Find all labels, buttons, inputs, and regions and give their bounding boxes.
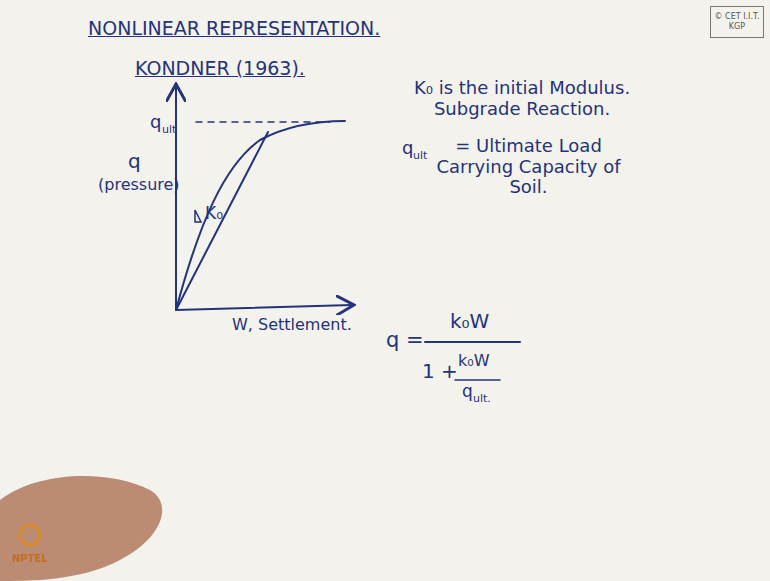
note-text: = Ultimate Load Carrying Capacity of Soi…	[436, 136, 621, 198]
subscript: ult.	[473, 393, 491, 406]
axis-asymptote-label: q	[150, 112, 161, 133]
note-text: q	[402, 138, 413, 159]
formula-denominator: q	[462, 382, 473, 402]
axis-label: q	[128, 150, 141, 173]
copyright-box: © CET I.I.T. KGP	[710, 6, 764, 38]
axis-label: W, Settlement.	[232, 316, 352, 334]
note-text: K₀ is the initial Modulus. Subgrade Reac…	[392, 78, 652, 119]
copyright-text: © CET I.I.T. KGP	[711, 12, 763, 31]
formula-numerator: k₀W	[450, 310, 489, 333]
formula-text: q =	[386, 328, 424, 352]
formula-numerator: k₀W	[458, 352, 490, 370]
subscript: ult	[413, 150, 427, 163]
author-heading: KONDNER (1963).	[135, 58, 305, 80]
axis-label: (pressure)	[98, 176, 180, 194]
subscript: ult	[162, 124, 176, 137]
formula-text: 1 +	[422, 360, 458, 383]
slide-title: NONLINEAR REPRESENTATION.	[88, 18, 380, 40]
watermark: NPTEL	[12, 553, 48, 565]
slope-label: K₀	[205, 204, 223, 224]
